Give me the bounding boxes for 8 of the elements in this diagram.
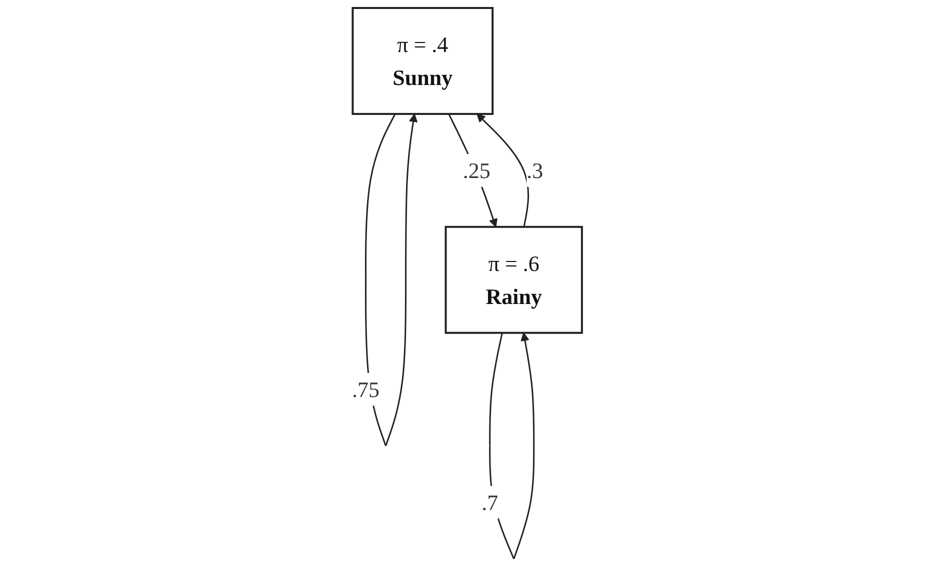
edge-label: .7 — [482, 490, 498, 515]
edge-label: .3 — [526, 158, 544, 183]
edge-label: .75 — [352, 376, 380, 402]
edge-label: .25 — [462, 158, 490, 183]
node-box: π = .4 Sunny — [352, 7, 494, 115]
arrow — [476, 114, 530, 228]
node-box: π = .6 Rainy — [444, 226, 583, 334]
arrow — [448, 114, 498, 228]
